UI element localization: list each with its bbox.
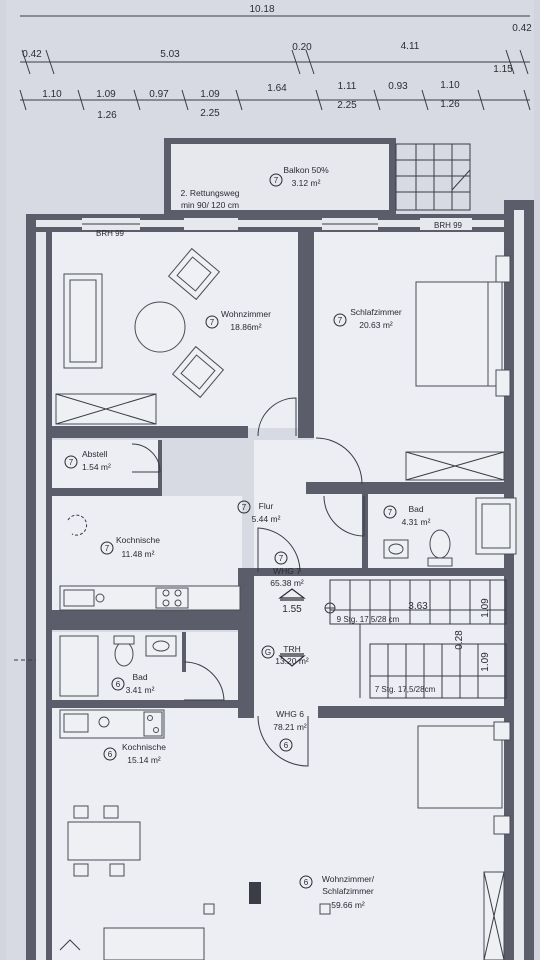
area-trh: 13.20 m² — [275, 656, 309, 666]
badge-bad7-num: 7 — [388, 508, 393, 517]
label-kochnische7: Kochnische — [116, 535, 160, 545]
label-wohnschlaf6-2: Schlafzimmer — [322, 886, 374, 896]
area-kochnische7: 11.48 m² — [122, 549, 155, 559]
label-stair-side1: 1.09 — [480, 598, 491, 618]
dim-top-left-small: 0.42 — [22, 49, 42, 60]
dim-row2-3: 0.97 — [149, 89, 169, 100]
dim-top-center-small: 0.20 — [292, 42, 312, 53]
label-whg7: WHG 7 — [273, 566, 301, 576]
label-bad6: Bad — [132, 672, 147, 682]
label-stair-length: 3.63 — [408, 601, 428, 612]
badge-wohnzimmer-num: 7 — [210, 318, 215, 327]
badge-whg7-num: 7 — [279, 554, 284, 563]
dim-row3-3: 2.25 — [337, 100, 357, 111]
badge-flur — [237, 500, 251, 514]
badge-wohnzimmer — [205, 315, 219, 329]
label-kochnische6: Kochnische — [122, 742, 166, 752]
badge-bad6-num: 6 — [116, 680, 121, 689]
badge-wohnschlaf6-num: 6 — [304, 878, 309, 887]
label-brh-left: BRH 99 — [96, 229, 125, 238]
label-stair-lower: 7 Stg. 17,5/28cm — [375, 685, 436, 694]
furniture — [14, 247, 517, 960]
dimension-lines: 10.18 0.42 5.03 0.20 4.11 0.42 1.10 1.09… — [19, 4, 532, 121]
dim-row2-8: 1.10 — [440, 80, 460, 91]
area-bad7: 4.31 m² — [402, 517, 431, 527]
area-schlafzimmer: 20.63 m² — [359, 320, 393, 330]
area-flur: 5.44 m² — [252, 514, 281, 524]
badge-trh-letter: G — [265, 648, 271, 657]
dim-row2-2: 1.09 — [96, 89, 116, 100]
area-whg6: 78.21 m² — [273, 722, 307, 732]
area-kochnische6: 15.14 m² — [127, 755, 161, 765]
dim-row2-7: 0.93 — [388, 81, 408, 92]
dim-top-total: 10.18 — [249, 4, 274, 15]
dim-row2-1: 1.10 — [42, 89, 62, 100]
badge-abstell — [64, 455, 78, 469]
badge-kochnische7 — [100, 541, 114, 555]
dim-row2-4: 1.09 — [200, 89, 220, 100]
badge-whg6 — [279, 738, 293, 752]
area-wohnzimmer: 18.86m² — [230, 322, 261, 332]
badge-flur-num: 7 — [242, 503, 247, 512]
label-rettungsweg-1: 2. Rettungsweg — [180, 188, 239, 198]
area-bad6: 3.41 m² — [126, 685, 155, 695]
label-trh: TRH — [283, 644, 300, 654]
outer-walls — [26, 200, 534, 960]
badge-kochnische7-num: 7 — [105, 544, 110, 553]
label-brh-right: BRH 99 — [434, 221, 463, 230]
interior-walls — [50, 228, 508, 718]
label-stair-width: 1.55 — [282, 604, 302, 615]
label-bad7: Bad — [408, 504, 423, 514]
badge-balkon-num: 7 — [274, 176, 279, 185]
room-labels: 7 Balkon 50% 3.12 m² 2. Rettungsweg min … — [64, 165, 491, 910]
label-stair-side2: 0.28 — [454, 630, 465, 650]
dim-row2-9: 1.15 — [493, 64, 513, 75]
area-whg7: 65.38 m² — [270, 578, 304, 588]
dim-row2-6: 1.11 — [338, 81, 357, 92]
badge-kochnische6 — [103, 747, 117, 761]
label-balkon: Balkon 50% — [283, 165, 329, 175]
dim-row3-4: 1.26 — [440, 99, 460, 110]
badge-kochnische6-num: 6 — [108, 750, 113, 759]
label-abstell: Abstell — [82, 449, 108, 459]
dim-row3-2: 2.25 — [200, 108, 220, 119]
badge-bad7 — [383, 505, 397, 519]
badge-schlafzimmer-num: 7 — [338, 316, 343, 325]
badge-abstell-num: 7 — [69, 458, 74, 467]
badge-trh — [261, 645, 275, 659]
badge-wohnschlaf6 — [299, 875, 313, 889]
label-flur: Flur — [259, 501, 274, 511]
badge-balkon — [269, 173, 283, 187]
dim-top-middle: 5.03 — [160, 49, 180, 60]
dim-top-right-small: 0.42 — [512, 23, 532, 34]
dim-row3-1: 1.26 — [97, 110, 117, 121]
label-rettungsweg-2: min 90/ 120 cm — [181, 200, 239, 210]
label-stair-side3: 1.09 — [480, 652, 491, 672]
dim-row2-5: 1.64 — [267, 83, 287, 94]
dim-top-right: 4.11 — [401, 41, 420, 52]
badge-whg7 — [274, 551, 288, 565]
label-whg6: WHG 6 — [276, 709, 304, 719]
badge-bad6 — [111, 677, 125, 691]
badge-schlafzimmer — [333, 313, 347, 327]
label-wohnzimmer: Wohnzimmer — [221, 309, 271, 319]
area-abstell: 1.54 m² — [82, 462, 111, 472]
label-wohnschlaf6-1: Wohnzimmer/ — [322, 874, 375, 884]
badge-whg6-num: 6 — [284, 741, 289, 750]
area-balkon: 3.12 m² — [292, 178, 321, 188]
label-schlafzimmer: Schlafzimmer — [350, 307, 402, 317]
area-wohnschlaf6: 59.66 m² — [331, 900, 365, 910]
label-stair-upper: 9 Stg. 17,5/28 cm — [337, 615, 400, 624]
